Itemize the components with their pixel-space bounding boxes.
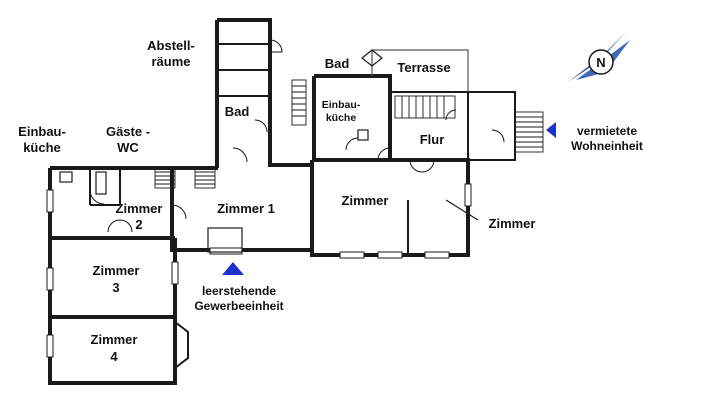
doors — [89, 39, 505, 233]
compass-letter: N — [596, 55, 605, 70]
stair-flur — [394, 95, 456, 119]
vermietete-arrow-icon — [546, 122, 556, 138]
door-swing — [232, 147, 248, 163]
label-bad-top: Bad — [325, 56, 350, 71]
door-swing — [254, 119, 268, 133]
compass-north-icon: N — [568, 32, 630, 82]
label-einbaukueche-right: Einbau-küche — [322, 99, 361, 124]
door-swing — [269, 39, 283, 53]
room-labels: Abstell-räume Bad Bad Terrasse Einbau-kü… — [18, 38, 535, 364]
terrace-outline — [371, 49, 469, 92]
window — [424, 251, 450, 259]
window — [46, 189, 54, 213]
label-gaeste-wc: Gäste -WC — [106, 124, 150, 155]
vermietete-wall — [468, 91, 516, 161]
kitchen-counter — [357, 129, 369, 141]
label-einbaukueche-left: Einbau-küche — [18, 124, 66, 155]
window — [339, 251, 365, 259]
storage-inner-walls — [217, 43, 270, 97]
kitchen-flur-wall — [312, 74, 392, 160]
label-abstellraeume: Abstell-räume — [147, 38, 195, 69]
label-terrasse: Terrasse — [397, 60, 450, 75]
storage-tower-wall — [215, 18, 272, 168]
label-bad-left: Bad — [225, 104, 250, 119]
window — [46, 267, 54, 291]
kitchen-counter — [59, 171, 73, 183]
door-swing — [345, 137, 359, 151]
stair-left — [154, 167, 216, 189]
stairs — [154, 79, 544, 189]
door-swing — [171, 204, 187, 220]
label-zimmer-main: Zimmer — [342, 193, 389, 208]
door-swing — [89, 189, 105, 205]
left-wing-wall — [48, 165, 314, 385]
leader-line — [445, 199, 479, 221]
stair-outer — [514, 111, 544, 153]
label-zimmer-1: Zimmer 1 — [217, 201, 275, 216]
door-swing — [445, 109, 457, 121]
door-swing — [107, 219, 133, 233]
window — [171, 261, 179, 285]
window — [464, 183, 472, 207]
window — [46, 334, 54, 358]
outer-walls — [48, 18, 516, 385]
bay-window — [174, 321, 189, 369]
leerstehende-arrow-icon — [222, 262, 244, 275]
right-wing-wall — [310, 158, 470, 257]
corridor-top-wall — [172, 163, 312, 170]
window — [209, 247, 243, 255]
chimney — [361, 49, 383, 67]
window — [377, 251, 403, 259]
stair-terrace — [291, 79, 307, 126]
door-swing — [409, 159, 435, 173]
wc-fixture — [95, 171, 107, 195]
inner-partitions — [89, 168, 409, 255]
label-flur: Flur — [420, 132, 445, 147]
door-swing — [377, 147, 391, 161]
door-swing — [491, 129, 505, 143]
windows — [46, 183, 472, 369]
label-zimmer-right: Zimmer — [489, 216, 536, 231]
entrance-vestibule — [207, 227, 243, 253]
